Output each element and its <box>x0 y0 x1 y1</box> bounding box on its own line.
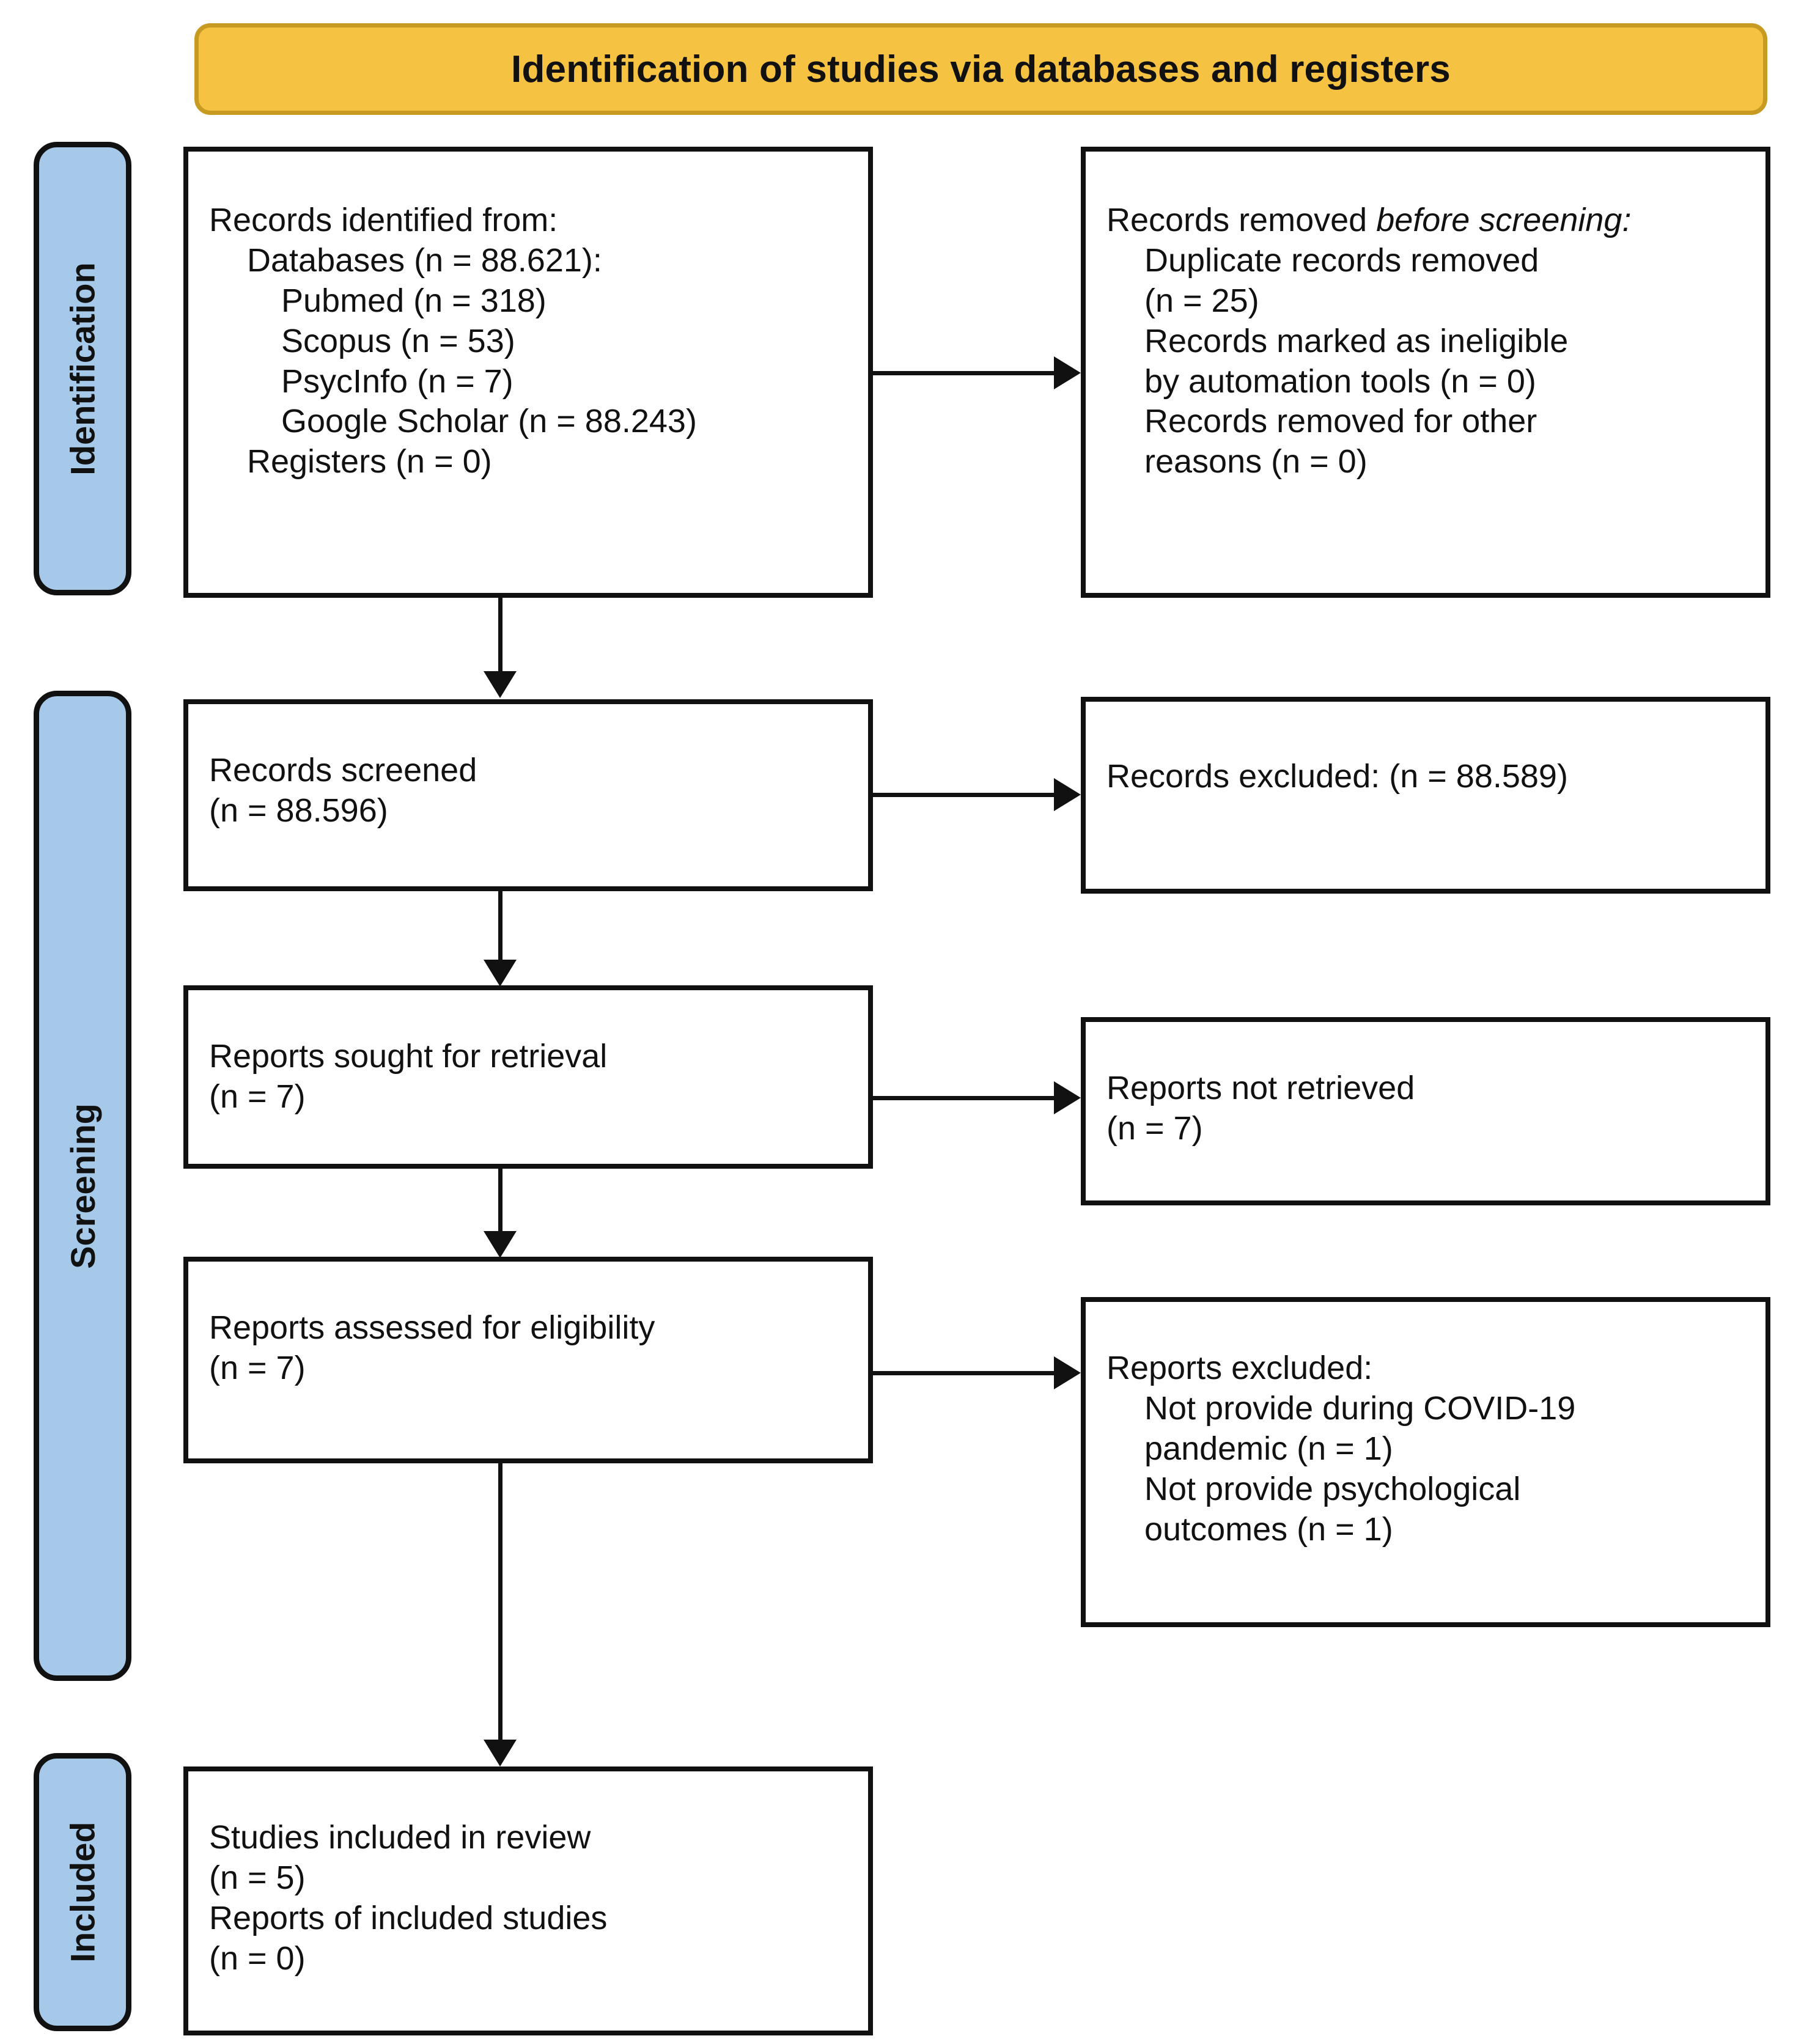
connector-screened-to-sought <box>498 891 503 960</box>
box-records-removed-text: Records removed before screening: Duplica… <box>1106 169 1745 482</box>
arrowhead-identified-to-removed <box>1054 356 1081 389</box>
records-removed-duplicates-line2: (n = 25) <box>1144 282 1259 319</box>
stage-label-identification: Identification <box>34 142 131 595</box>
connector-identified-to-screened <box>498 598 503 671</box>
reports-not-retrieved-line1: Reports not retrieved <box>1106 1070 1415 1106</box>
reports-excluded-reason1-line1: Not provide during COVID-19 <box>1144 1389 1576 1427</box>
stage-label-included-text: Included <box>63 1822 102 1963</box>
reports-excluded-reason2-line2: outcomes (n = 1) <box>1144 1510 1393 1548</box>
stage-label-identification-text: Identification <box>63 262 102 476</box>
reports-excluded-heading: Reports excluded: <box>1106 1350 1373 1386</box>
diagram-header-banner: Identification of studies via databases … <box>194 23 1767 115</box>
arrowhead-sought-to-assessed <box>484 1231 517 1258</box>
records-removed-ineligible-line1: Records marked as ineligible <box>1144 322 1569 359</box>
records-removed-heading-colon: : <box>1622 202 1632 238</box>
connector-sought-to-assessed <box>498 1169 503 1231</box>
studies-included-line1: Studies included in review <box>209 1819 591 1856</box>
box-records-identified-text: Records identified from:Databases (n = 8… <box>209 169 847 482</box>
box-reports-not-retrieved-text: Reports not retrieved(n = 7) <box>1106 1039 1745 1149</box>
arrowhead-identified-to-screened <box>484 671 517 698</box>
records-removed-ineligible-line2: by automation tools (n = 0) <box>1144 362 1536 400</box>
records-screened-line2: (n = 88.596) <box>209 792 388 829</box>
connector-assessed-to-reports-excluded <box>873 1371 1054 1375</box>
box-records-excluded-text: Records excluded: (n = 88.589) <box>1106 719 1745 797</box>
studies-included-line3: Reports of included studies <box>209 1899 608 1936</box>
records-removed-other-line1: Records removed for other <box>1144 403 1537 440</box>
box-reports-assessed-text: Reports assessed for eligibility(n = 7) <box>209 1279 847 1389</box>
box-records-excluded: Records excluded: (n = 88.589) <box>1081 697 1770 894</box>
box-reports-not-retrieved: Reports not retrieved(n = 7) <box>1081 1017 1770 1205</box>
box-reports-excluded-text: Reports excluded:Not provide during COVI… <box>1106 1319 1745 1550</box>
arrowhead-sought-to-not-retrieved <box>1054 1081 1081 1114</box>
reports-excluded-reason1-line2: pandemic (n = 1) <box>1144 1430 1393 1467</box>
arrowhead-assessed-to-included <box>484 1740 517 1766</box>
records-identified-registers: Registers (n = 0) <box>247 443 492 480</box>
box-reports-sought-for-retrieval: Reports sought for retrieval(n = 7) <box>183 985 873 1169</box>
reports-sought-line2: (n = 7) <box>209 1078 306 1115</box>
box-records-screened-text: Records screened(n = 88.596) <box>209 721 847 831</box>
stage-label-screening: Screening <box>34 691 131 1681</box>
records-identified-psycinfo: PsycInfo (n = 7) <box>281 362 514 400</box>
reports-not-retrieved-line2: (n = 7) <box>1106 1109 1203 1147</box>
records-identified-databases: Databases (n = 88.621): <box>247 241 602 279</box>
studies-included-line4: (n = 0) <box>209 1939 306 1977</box>
records-identified-heading: Records identified from: <box>209 202 558 238</box>
box-reports-sought-text: Reports sought for retrieval(n = 7) <box>209 1007 847 1117</box>
box-reports-assessed-for-eligibility: Reports assessed for eligibility(n = 7) <box>183 1257 873 1463</box>
stage-label-screening-text: Screening <box>63 1103 102 1269</box>
box-records-identified: Records identified from:Databases (n = 8… <box>183 147 873 598</box>
connector-identified-to-removed <box>873 371 1054 375</box>
reports-assessed-line1: Reports assessed for eligibility <box>209 1309 655 1346</box>
records-identified-pubmed: Pubmed (n = 318) <box>281 282 547 319</box>
arrowhead-screened-to-sought <box>484 960 517 987</box>
studies-included-line2: (n = 5) <box>209 1859 306 1896</box>
connector-sought-to-not-retrieved <box>873 1096 1054 1100</box>
box-reports-excluded: Reports excluded:Not provide during COVI… <box>1081 1297 1770 1627</box>
records-removed-duplicates-line1: Duplicate records removed <box>1144 241 1539 279</box>
diagram-title: Identification of studies via databases … <box>511 48 1451 90</box>
reports-sought-line1: Reports sought for retrieval <box>209 1038 608 1075</box>
box-records-screened: Records screened(n = 88.596) <box>183 699 873 891</box>
box-studies-included: Studies included in review(n = 5)Reports… <box>183 1766 873 2035</box>
box-studies-included-text: Studies included in review(n = 5)Reports… <box>209 1789 847 1979</box>
connector-screened-to-excluded <box>873 793 1054 797</box>
records-removed-heading-plain: Records removed <box>1106 202 1377 238</box>
stage-label-included: Included <box>34 1753 131 2031</box>
connector-assessed-to-included <box>498 1463 503 1740</box>
records-identified-google-scholar: Google Scholar (n = 88.243) <box>281 403 697 440</box>
arrowhead-screened-to-excluded <box>1054 778 1081 811</box>
box-records-removed-before-screening: Records removed before screening: Duplica… <box>1081 147 1770 598</box>
records-screened-line1: Records screened <box>209 752 477 789</box>
records-removed-other-line2: reasons (n = 0) <box>1144 443 1368 480</box>
records-removed-heading-italic: before screening <box>1376 202 1622 238</box>
records-identified-scopus: Scopus (n = 53) <box>281 322 515 359</box>
arrowhead-assessed-to-reports-excluded <box>1054 1356 1081 1389</box>
records-excluded-line1: Records excluded: (n = 88.589) <box>1106 758 1568 795</box>
reports-excluded-reason2-line1: Not provide psychological <box>1144 1470 1521 1507</box>
reports-assessed-line2: (n = 7) <box>209 1349 306 1386</box>
